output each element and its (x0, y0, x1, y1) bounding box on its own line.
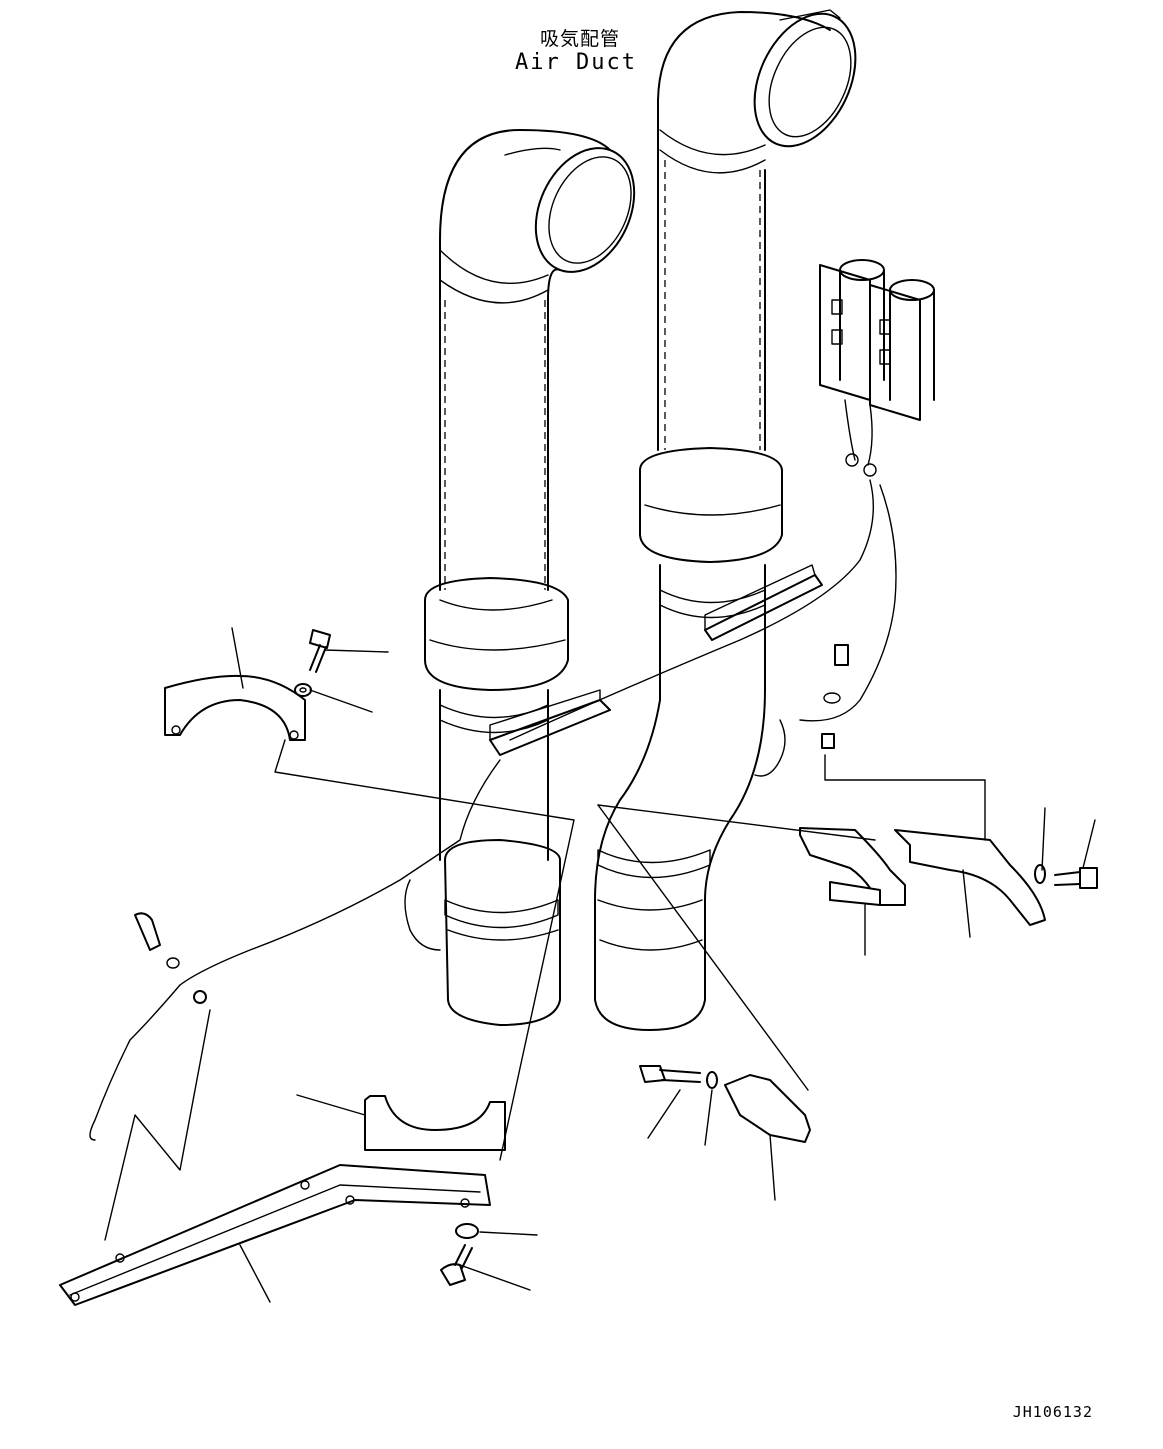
leader-lines (104, 627, 1096, 1303)
filter-sensor-assembly (509, 259, 935, 741)
bolts-and-washers (134, 629, 1098, 1286)
pipe-clamp-bands (439, 589, 766, 929)
upper-half-clamp-left (164, 674, 306, 741)
right-intake-pipe (594, 9, 857, 1031)
lower-saddle-clamp (364, 1095, 506, 1151)
diagram-title-japanese: 吸気配管 (539, 28, 620, 50)
clamp-halves-right (724, 827, 1046, 1143)
wiring-harness (89, 719, 786, 1141)
left-intake-pipe (424, 129, 636, 1026)
diagram-title-english: Air Duct (515, 50, 637, 75)
drawing-id-label: JH106132 (1012, 1403, 1093, 1421)
support-arm (59, 1164, 491, 1306)
upper-support-brackets (489, 564, 823, 756)
